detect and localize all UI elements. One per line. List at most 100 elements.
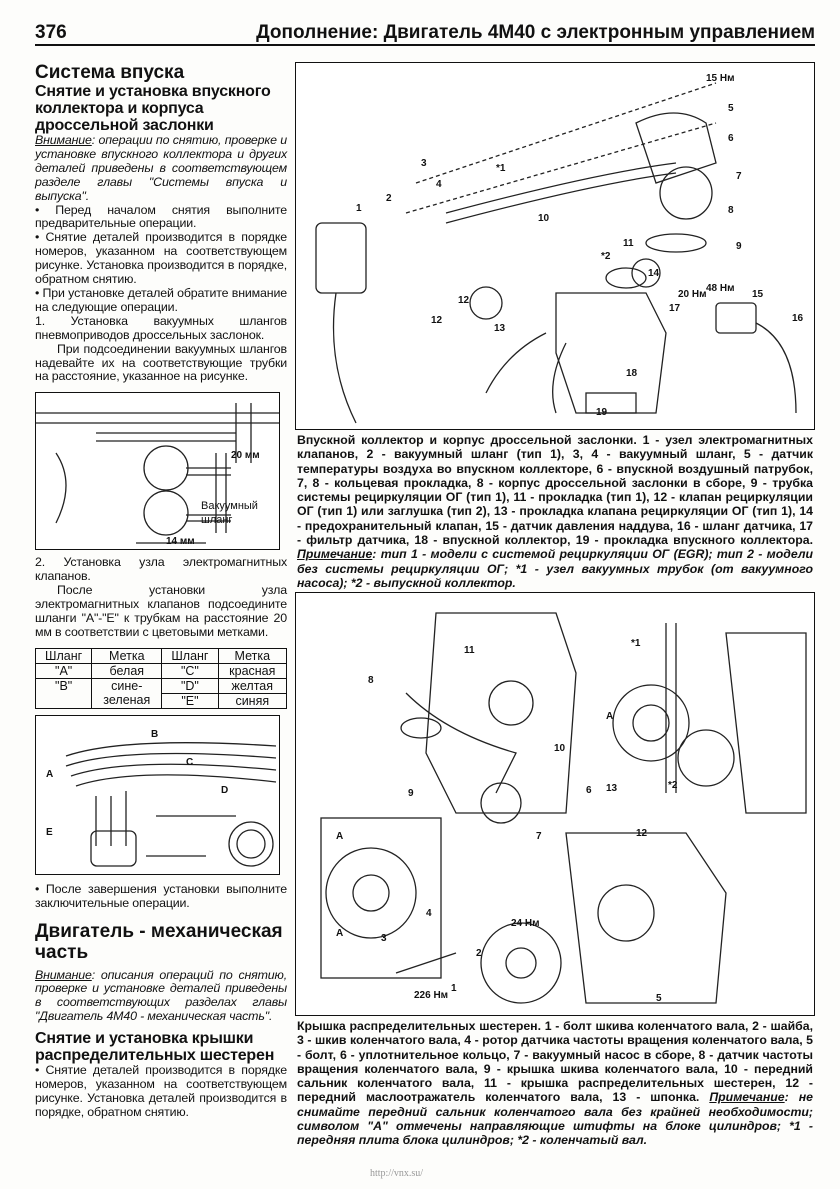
bullet: • Снятие деталей производится в порядке … xyxy=(35,1063,287,1119)
hose-label: A xyxy=(46,768,54,780)
callout: 2 xyxy=(386,193,392,204)
callout: 19 xyxy=(596,407,608,418)
warning-note: Внимание: описания операций по снятию, п… xyxy=(35,967,287,1025)
torque-label: 20 Нм xyxy=(678,289,707,300)
table-cell: красная xyxy=(217,662,288,679)
intake-manifold-drawing xyxy=(315,82,797,424)
timing-cover-drawing xyxy=(320,612,807,1004)
callout: 7 xyxy=(736,171,742,182)
solenoid-step: 2. Установка узла электромагнитных клапа… xyxy=(34,555,288,709)
callout: 4 xyxy=(436,179,442,190)
table-cell: "D" xyxy=(161,677,219,694)
table-header: Метка xyxy=(217,647,288,664)
warning-label: Внимание xyxy=(35,967,92,982)
table-cell: синяя xyxy=(217,692,288,709)
section-title: Система впуска xyxy=(35,62,185,83)
callout: 4 xyxy=(426,908,432,919)
torque-label: 24 Нм xyxy=(511,918,540,929)
callout: 12 xyxy=(431,315,443,326)
callout: 1 xyxy=(356,203,362,214)
callout: A xyxy=(336,831,344,842)
callout: 8 xyxy=(368,675,374,686)
hose-label: B xyxy=(151,728,159,740)
hose-label: D xyxy=(221,784,229,796)
callout: 2 xyxy=(476,948,482,959)
table-cell: "C" xyxy=(161,662,219,679)
table-header: Шланг xyxy=(161,647,219,664)
callout: 7 xyxy=(536,831,542,842)
hose-color-table: Шланг Метка Шланг Метка "A" белая "C" кр… xyxy=(34,647,288,709)
table-header: Метка xyxy=(91,647,163,664)
page-number: 376 xyxy=(35,22,67,43)
engine-section: • После завершения установки выполните з… xyxy=(35,882,287,1120)
callout: 5 xyxy=(656,993,662,1004)
intake-section: Система впуска Снятие и установка впускн… xyxy=(35,62,287,384)
note-label: Примечание xyxy=(709,1090,785,1105)
callout: 16 xyxy=(792,313,804,324)
hose-label: E xyxy=(46,826,53,838)
bullet: • Перед началом снятия выполните предвар… xyxy=(35,202,287,231)
callout: 9 xyxy=(736,241,742,252)
section-subtitle: Снятие и установка впускного коллектора … xyxy=(35,83,271,134)
vacuum-hose-figure: 20 мм Вакуумный шланг 14 мм xyxy=(35,392,280,551)
callout: 6 xyxy=(586,785,592,796)
intake-manifold-figure: 15 Нм 48 Нм 20 Нм 1 2 3 4 5 6 7 8 9 10 1… xyxy=(295,62,815,430)
callout: 9 xyxy=(408,788,414,799)
dimension-label: 14 мм xyxy=(166,536,195,548)
callout: 17 xyxy=(669,303,681,314)
callout: A xyxy=(606,711,614,722)
torque-label: 15 Нм xyxy=(706,73,735,84)
caption-text: Впускной коллектор и корпус дроссельной … xyxy=(297,433,813,548)
dimension-label: 20 мм xyxy=(231,450,260,462)
note-text: : не снимайте передний сальник коленчато… xyxy=(297,1090,813,1148)
callout: 10 xyxy=(538,213,550,224)
table-row: "E" синяя xyxy=(36,692,288,709)
figure2-caption: Крышка распределительных шестерен. 1 - б… xyxy=(297,1019,813,1148)
table-header-row: Шланг Метка Шланг Метка xyxy=(34,647,288,664)
table-cell: желтая xyxy=(217,677,288,694)
callout: 11 xyxy=(623,238,634,249)
vacuum-hose-label: Вакуумный шланг xyxy=(201,500,258,527)
table-row: "B" сине-зеленая "D" желтая xyxy=(34,677,288,709)
warning-text: : операции по снятию, проверке и установ… xyxy=(35,133,287,203)
callout: 13 xyxy=(494,323,506,334)
table-cell: "A" xyxy=(34,662,93,679)
vacuum-hose-drawing xyxy=(36,403,279,544)
page-header: 376 Дополнение: Двигатель 4М40 с электро… xyxy=(35,22,815,46)
callout: 18 xyxy=(626,368,638,379)
callout: *1 xyxy=(631,638,641,649)
callout: 12 xyxy=(636,828,648,839)
callout: 10 xyxy=(554,743,566,754)
callout: 6 xyxy=(728,133,734,144)
running-title: Дополнение: Двигатель 4М40 с электронным… xyxy=(256,22,815,43)
step-title: 1. Установка вакуумных шлангов пневмопри… xyxy=(35,313,287,342)
table-cell: "B" xyxy=(34,677,93,709)
left-column: Система впуска Снятие и установка впускн… xyxy=(34,62,288,1120)
solenoid-drawing xyxy=(65,741,277,867)
table-cell: сине-зеленая xyxy=(91,677,163,709)
table-header: Шланг xyxy=(34,647,93,664)
warning-label: Внимание xyxy=(35,133,92,147)
warning-text: : описания операций по снятию, проверке … xyxy=(35,967,287,1024)
callout: 13 xyxy=(606,783,618,794)
callout: *2 xyxy=(668,780,678,791)
callout: 11 xyxy=(464,645,475,656)
hose-label: C xyxy=(186,756,194,768)
callout: 3 xyxy=(381,933,387,944)
step-title: 2. Установка узла электромагнитных клапа… xyxy=(35,555,287,584)
caption-text: Крышка распределительных шестерен. 1 - б… xyxy=(297,1019,813,1105)
torque-label: 48 Нм xyxy=(706,283,735,294)
torque-label: 226 Нм xyxy=(414,990,449,1001)
watermark-url: http://vnx.su/ xyxy=(370,1168,424,1179)
solenoid-hose-figure: B A C D E xyxy=(35,714,280,875)
table-cell: белая xyxy=(91,662,163,679)
callout: 15 xyxy=(752,289,764,300)
callout: 3 xyxy=(421,158,427,169)
callout: 1 xyxy=(451,983,457,994)
bullet: • При установке деталей обратите внимани… xyxy=(35,285,287,314)
warning-note: Внимание: операции по снятию, проверке и… xyxy=(35,133,287,204)
figure1-caption: Впускной коллектор и корпус дроссельной … xyxy=(297,433,813,590)
callout: *2 xyxy=(601,251,611,262)
callout: A xyxy=(336,928,344,939)
step-text: При подсоединении вакуумных шлангов наде… xyxy=(35,341,287,384)
